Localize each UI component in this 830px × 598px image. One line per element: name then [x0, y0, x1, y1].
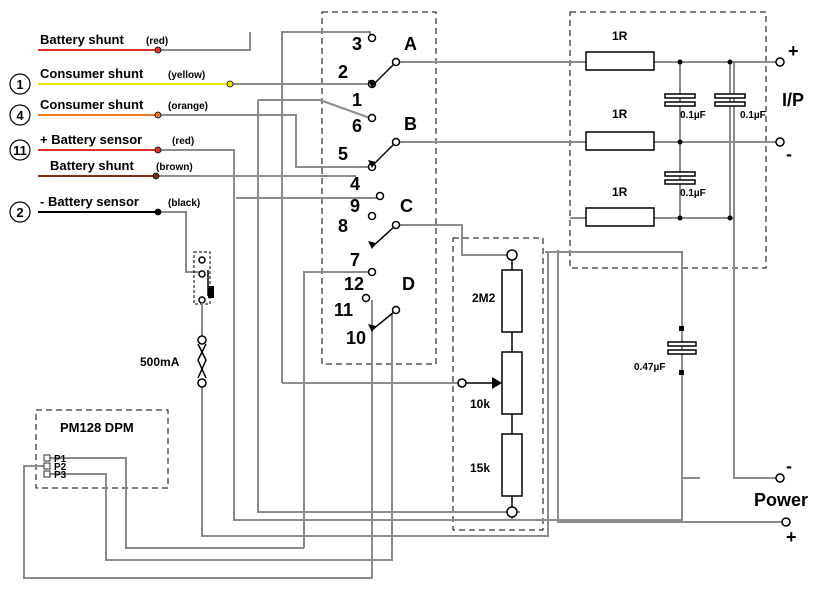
- wire-number-badge: [9, 73, 31, 95]
- pole-label-c: C: [400, 196, 413, 216]
- wire-number-badge: [9, 104, 31, 126]
- power-label: Power: [754, 490, 808, 510]
- position-11: 11: [334, 300, 353, 320]
- pot-10k-label: 10k: [470, 397, 490, 411]
- resistor-15k-label: 15k: [470, 461, 490, 475]
- position-1: 1: [352, 90, 362, 110]
- position-4: 4: [350, 174, 360, 194]
- r2-label: 1R: [612, 107, 628, 121]
- r3-label: 1R: [612, 185, 628, 199]
- wire-note-1: (red): [146, 36, 168, 47]
- position-2: 2: [338, 62, 348, 82]
- power-minus: -: [786, 456, 792, 476]
- pole-label-b: B: [404, 114, 417, 134]
- wire-note-2: (yellow): [168, 70, 205, 81]
- position-9: 9: [350, 196, 360, 216]
- filter-box: [569, 11, 767, 269]
- dpm-meter: PM128 DPM P1 P2 P3: [43, 420, 134, 481]
- wire-number-6: 2: [16, 205, 23, 220]
- wire-number-3: 4: [16, 108, 24, 123]
- push-switch: [193, 251, 214, 305]
- wire-label-2: Consumer shunt: [40, 66, 144, 81]
- r1-label: 1R: [612, 29, 628, 43]
- wire-note-6: (black): [168, 198, 200, 209]
- output-terminals: + I/P - - Power +: [754, 41, 808, 547]
- power-plus: +: [786, 527, 797, 547]
- ip-label: I/P: [782, 90, 804, 110]
- dpm-title: PM128 DPM: [60, 420, 134, 435]
- dpm-pin-1: P1: [54, 454, 67, 465]
- position-12: 12: [344, 274, 364, 294]
- wire-note-3: (orange): [168, 101, 208, 112]
- c4-label: 0.47µF: [634, 362, 665, 373]
- ip-minus: -: [786, 144, 792, 164]
- wire-label-6: - Battery sensor: [40, 194, 139, 209]
- position-3: 3: [352, 34, 362, 54]
- pot-box: [452, 237, 544, 531]
- resistor-2m2-label: 2M2: [472, 291, 496, 305]
- wire-note-5: (brown): [156, 162, 193, 173]
- input-wires: [38, 46, 370, 216]
- position-7: 7: [350, 250, 360, 270]
- capacitor-047: 0.47µF: [634, 258, 697, 478]
- wire-number-2: 1: [16, 77, 23, 92]
- dpm-box: [35, 409, 169, 489]
- wire-label-5: Battery shunt: [50, 158, 134, 173]
- c1-label: 0.1µF: [680, 110, 706, 121]
- position-6: 6: [352, 116, 362, 136]
- wire-number-4: 11: [13, 143, 27, 158]
- wire-number-badge: [9, 201, 31, 223]
- position-8: 8: [338, 216, 348, 236]
- rotary-switch: A B C D 3 2 1 6 5 4 9 8 7 12 11 10: [334, 33, 417, 348]
- fuse: 500mA: [140, 303, 207, 388]
- pole-label-a: A: [404, 34, 417, 54]
- ip-plus: +: [788, 41, 799, 61]
- filter-network: 1R 1R 1R 0.1µF 0.1µF 0.1µF: [585, 29, 766, 227]
- switch-box: [321, 11, 437, 365]
- wire-label-1: Battery shunt: [40, 32, 124, 47]
- c3-label: 0.1µF: [680, 188, 706, 199]
- c2-label: 0.1µF: [740, 110, 766, 121]
- wire-label-4: + Battery sensor: [40, 132, 142, 147]
- wire-number-badge: [9, 139, 31, 161]
- gray-wires: [23, 31, 788, 579]
- dpm-pin-2: P2: [54, 462, 67, 473]
- pole-label-d: D: [402, 274, 415, 294]
- fuse-label: 500mA: [140, 355, 180, 369]
- position-5: 5: [338, 144, 348, 164]
- wire-note-4: (red): [172, 136, 194, 147]
- divider-network: 2M2 10k 15k: [457, 249, 523, 518]
- wire-label-3: Consumer shunt: [40, 97, 144, 112]
- position-10: 10: [346, 328, 366, 348]
- wire-labels: Battery shunt (red) 1 Consumer shunt (ye…: [9, 32, 208, 223]
- dpm-pin-3: P3: [54, 470, 67, 481]
